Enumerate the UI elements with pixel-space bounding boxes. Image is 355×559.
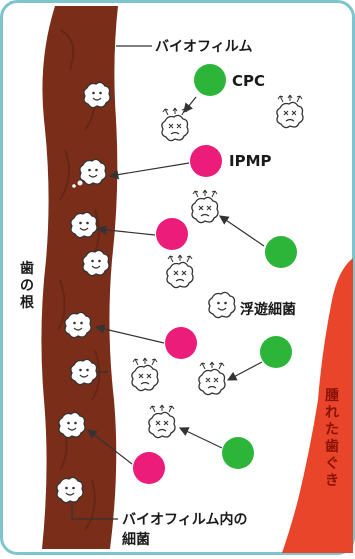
tooth-root-label: 歯 の 根	[20, 260, 35, 311]
biofilm-texture	[57, 29, 101, 531]
svg-text:れ: れ	[325, 405, 339, 421]
action-arrows	[87, 96, 265, 465]
svg-text:た: た	[325, 422, 339, 438]
biofilm-bacterium-icon	[64, 311, 92, 339]
floating-bacteria-label: 浮遊細菌	[240, 301, 296, 318]
biofilm-bacterium-icon	[70, 211, 98, 239]
cpc-label: CPC	[232, 72, 265, 90]
biofilm-bacterium-icon	[79, 158, 107, 186]
ipmp-molecule-icon	[133, 452, 165, 484]
svg-text:根: 根	[20, 294, 35, 311]
bubble	[72, 184, 76, 188]
cpc-molecule-icon	[222, 437, 254, 469]
ipmp-molecule-icon	[156, 218, 188, 250]
biofilm-bacterium-icon	[70, 358, 98, 386]
cpc-molecule-icon	[265, 236, 297, 268]
biofilm-bacterium-icon	[82, 249, 110, 277]
svg-text:き: き	[325, 473, 339, 489]
biofilm-bacterium-icon	[58, 411, 86, 439]
biofilm-bacteria-label-line2: 細菌	[122, 531, 150, 548]
ipmp-molecule-icon	[165, 327, 197, 359]
svg-text:の: の	[20, 278, 34, 294]
biofilm-label: バイオフィルム	[155, 39, 252, 55]
biofilm-bacteria-label: バイオフィルム内の	[122, 511, 247, 528]
biofilm-layer	[41, 6, 118, 549]
cpc-molecule-icon	[194, 64, 226, 96]
svg-text:歯: 歯	[20, 260, 34, 277]
cpc-molecule-icon	[260, 336, 292, 368]
swollen-gum	[282, 258, 353, 553]
biofilm-bacterium-icon	[83, 81, 111, 109]
swollen-gum-label: 腫 れ た 歯 ぐ き	[325, 387, 339, 489]
ipmp-molecule-icon	[190, 145, 222, 177]
biofilm-bacterium-icon	[56, 476, 84, 504]
svg-text:ぐ: ぐ	[325, 456, 339, 472]
bubble	[77, 180, 83, 186]
ipmp-label: IPMP	[229, 152, 272, 170]
label-leaders	[71, 45, 152, 520]
floating-bacterium-icon	[208, 291, 236, 319]
svg-text:腫: 腫	[325, 387, 339, 404]
svg-text:歯: 歯	[325, 438, 339, 455]
